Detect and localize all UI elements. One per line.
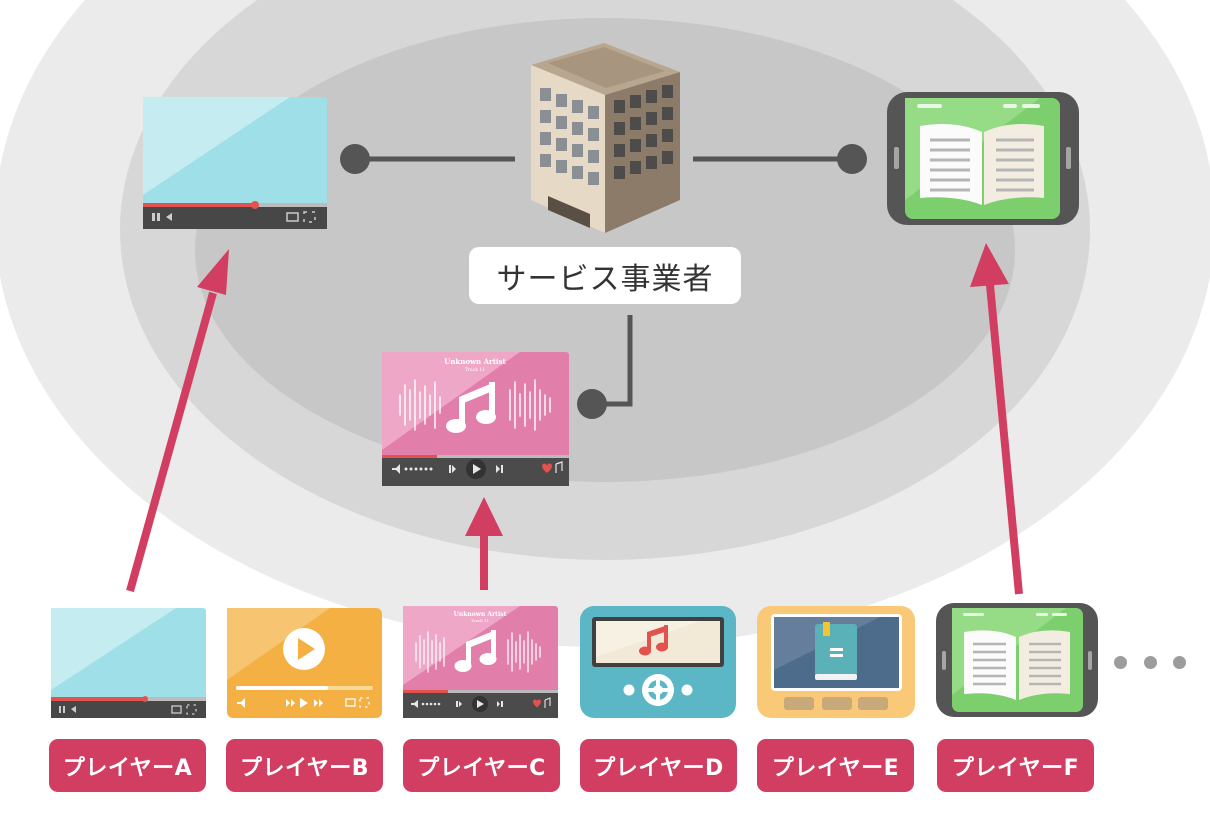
player-b-label: プレイヤーB [226, 739, 383, 792]
player-b-device-icon [227, 608, 382, 718]
player-e-label: プレイヤーE [757, 739, 914, 792]
ellipsis-dot [1114, 655, 1127, 669]
more-players-ellipsis [1114, 647, 1186, 677]
player-a-label: プレイヤーA [49, 739, 206, 792]
player-f-device-icon [936, 603, 1098, 717]
music-note-icon [446, 382, 496, 433]
building-icon [531, 43, 680, 233]
player-d-label: プレイヤーD [580, 739, 737, 792]
music-player-middle-icon: Unknown Artist Track 11 [382, 352, 569, 486]
arrow-c [465, 497, 503, 590]
player-d-device-icon [580, 606, 736, 718]
player-c-label: プレイヤーC [403, 739, 560, 792]
ellipsis-dot [1173, 655, 1186, 669]
player-c-device-icon: Unknown Artist Track 11 [403, 606, 558, 718]
music-track-text: Track 11 [465, 367, 485, 373]
service-provider-label: サービス事業者 [469, 247, 741, 304]
music-artist-text: Unknown Artist [444, 357, 506, 366]
player-a-device-icon [51, 608, 206, 718]
player-c-artist-text: Unknown Artist [454, 611, 507, 618]
ellipsis-dot [1143, 655, 1157, 669]
ebook-tablet-top-icon [887, 92, 1079, 225]
player-e-device-icon [757, 606, 915, 718]
connector-bottom [577, 315, 633, 419]
arrow-f [970, 243, 1023, 595]
connector-left [340, 144, 515, 174]
player-d-music-note-icon [639, 625, 668, 656]
connector-right [693, 144, 867, 174]
arrow-a [126, 249, 229, 593]
player-f-label: プレイヤーF [937, 739, 1094, 792]
player-c-music-note-icon [454, 630, 497, 672]
player-c-track-text: Track 11 [471, 618, 489, 623]
video-player-top-icon [143, 97, 327, 229]
